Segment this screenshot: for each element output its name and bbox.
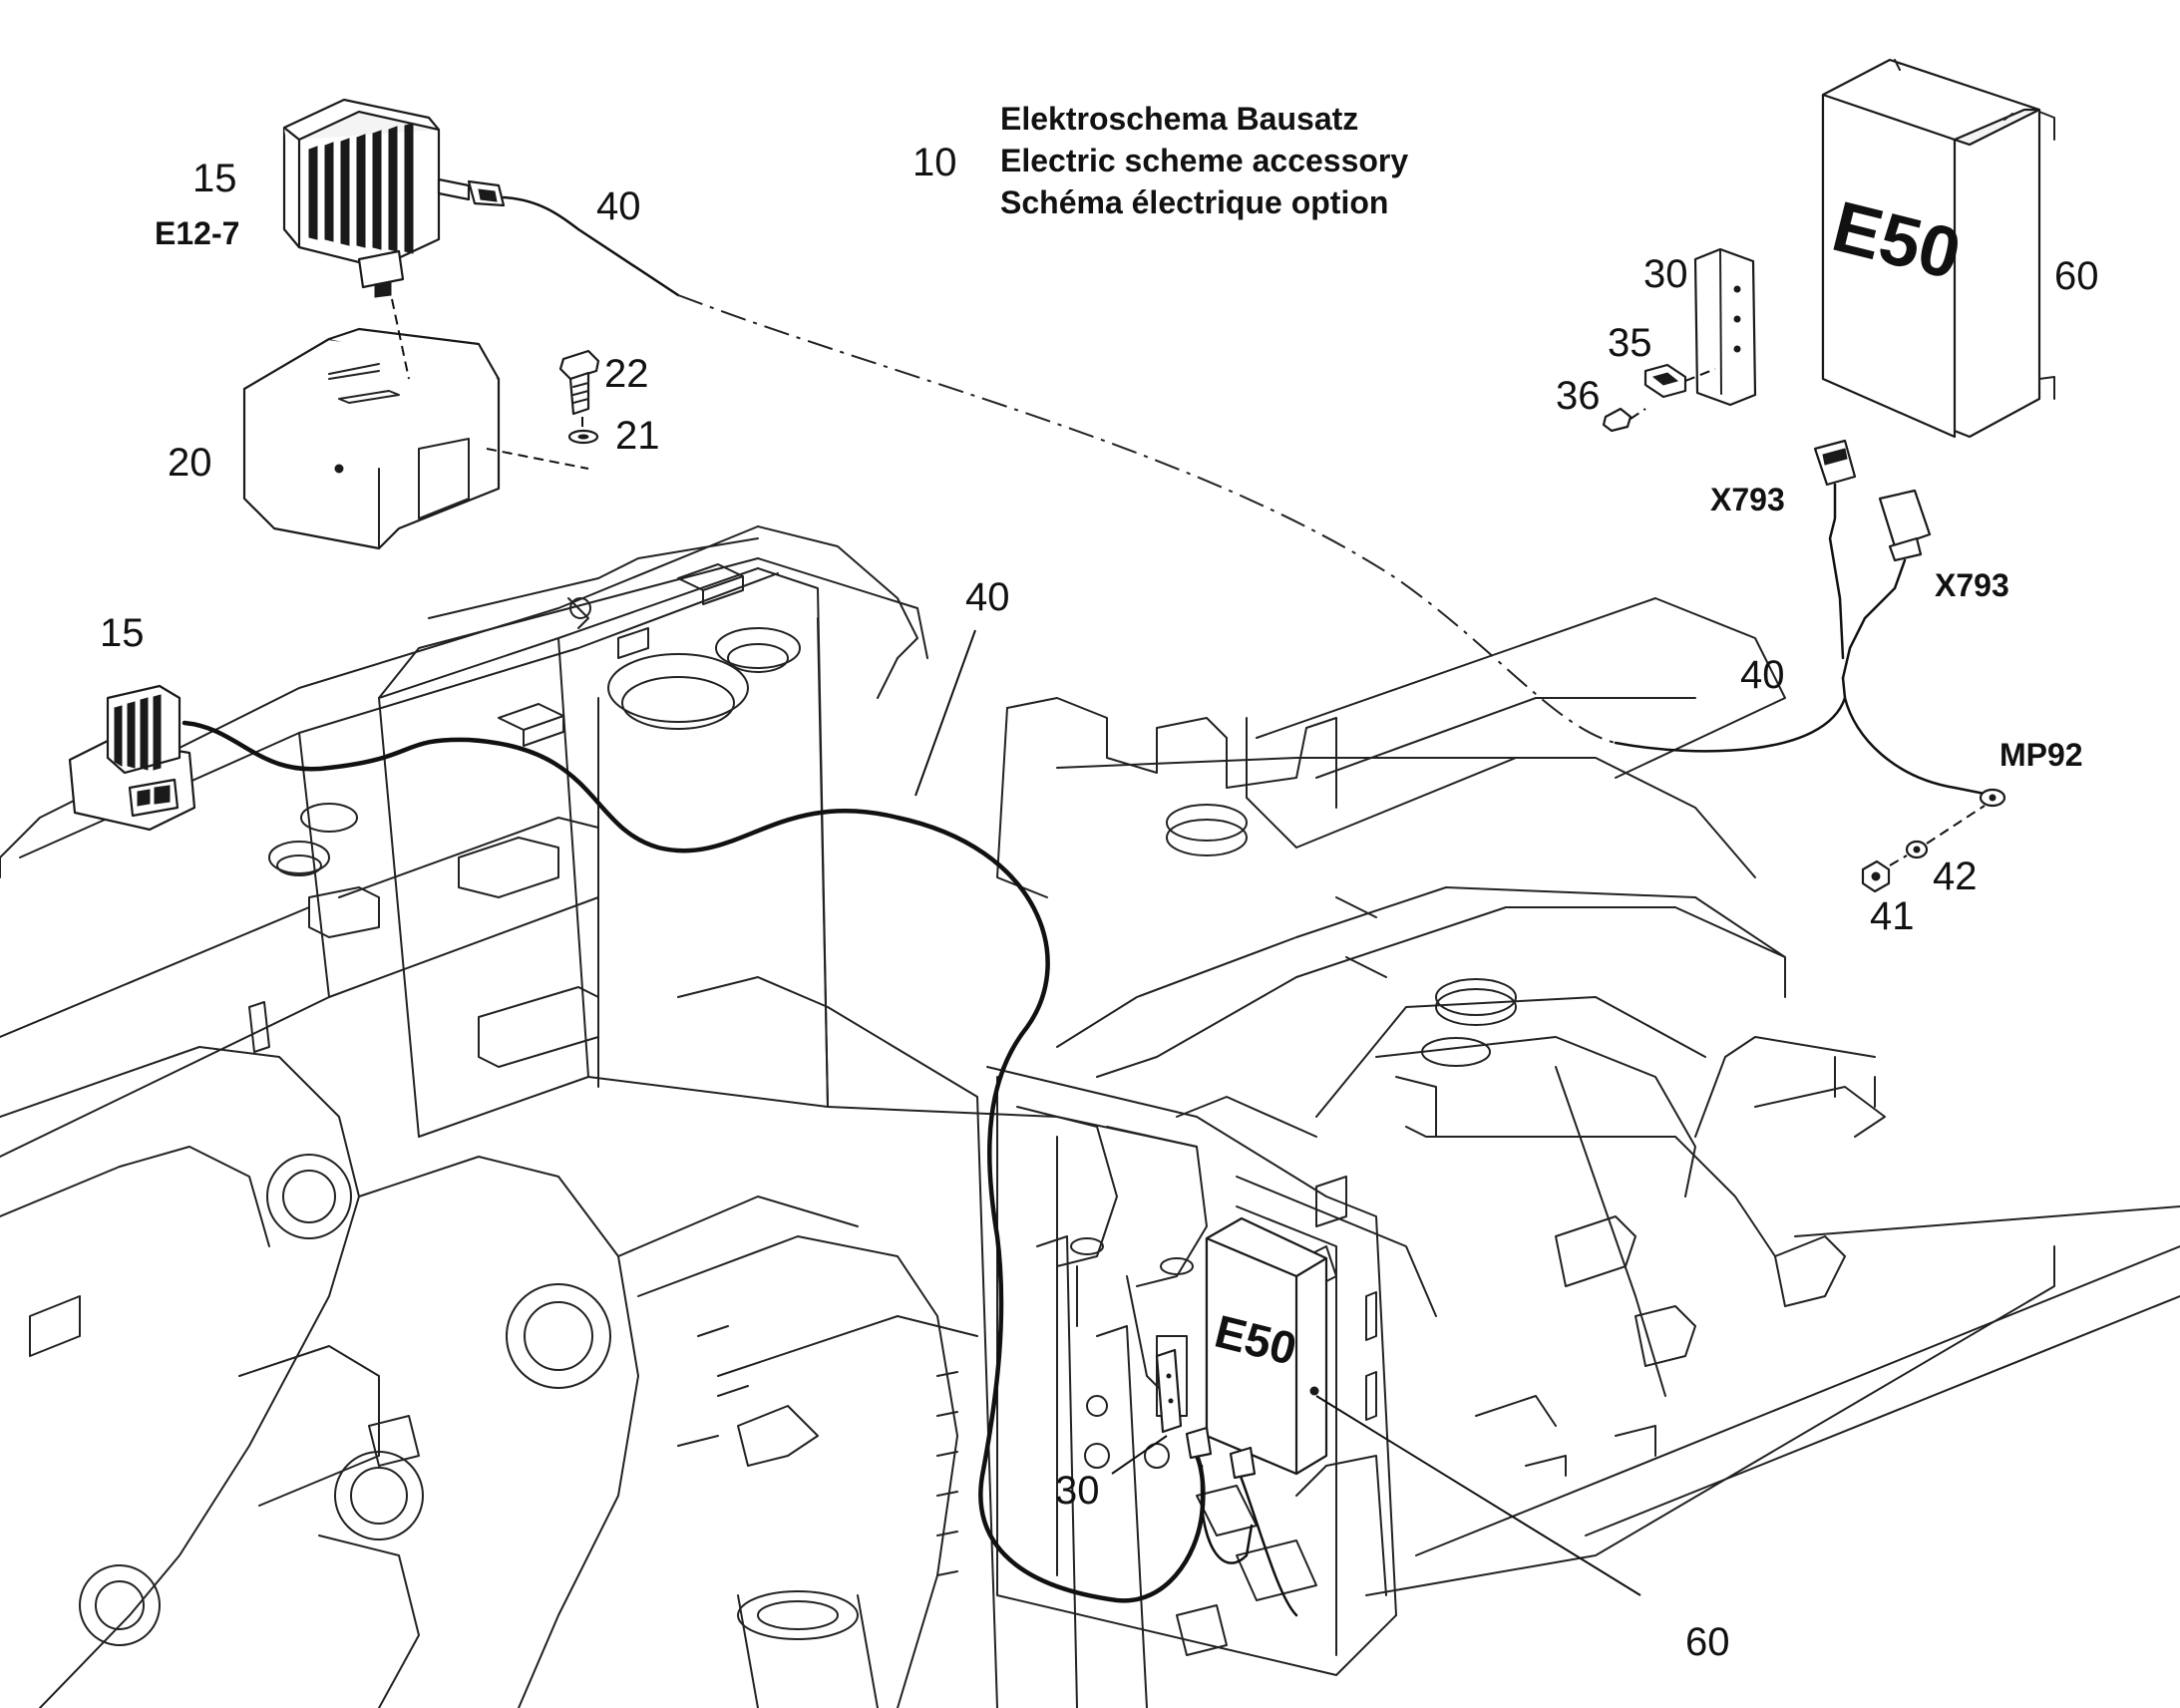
callout-plate: 30 [1643,252,1688,296]
callout-nut: 41 [1870,894,1915,938]
callout-washer-right: 42 [1933,854,1978,898]
clip-and-screw [1602,363,1716,433]
cable-route-line [677,294,1617,744]
callout-ground: MP92 [1999,737,2083,773]
leader-cable-mid [914,629,976,797]
machine-frame [0,525,2180,1708]
mounting-plate-installed [1155,1348,1257,1480]
wiring-harness [1614,439,2006,808]
installed-cable [182,720,1206,1603]
callout-lamp-top-code: E12-7 [155,215,239,251]
callout-lamp-mounted: 15 [100,611,145,655]
title-line-de: Elektroschema Bausatz [1000,101,1358,137]
callout-connector-b: X793 [1935,567,2009,603]
callout-lamp-top-num: 15 [192,157,237,200]
mounting-plate [1693,247,1757,407]
work-lamp-exploded [282,98,680,298]
title-line-fr: Schéma électrique option [1000,184,1388,220]
callout-box-top: 60 [2054,254,2099,298]
callout-cable-mid: 40 [965,575,1010,619]
title-block: 10 Elektroschema Bausatz Electric scheme… [912,101,1408,220]
callout-cable-top: 40 [596,184,641,228]
callout-cable-right: 40 [1740,653,1785,697]
callout-bracket: 20 [168,441,212,485]
title-line-en: Electric scheme accessory [1000,143,1408,178]
leader-plate-bottom [1111,1435,1168,1475]
lamp-bracket [242,298,501,550]
callout-washer-top: 21 [615,414,660,458]
callout-bolt: 22 [604,352,649,396]
part-callouts: 15 E12-7 40 20 22 21 30 35 36 60 X793 X7… [100,157,2099,1664]
bolt-and-washer [486,349,600,470]
callout-box-bottom: 60 [1685,1620,1730,1664]
work-lamp-mounted [68,684,196,832]
callout-connector-a: X793 [1710,482,1785,517]
leader-box-bottom [1315,1395,1641,1596]
title-number: 10 [912,141,957,184]
control-box-installed [1205,1216,1328,1476]
callout-screw: 36 [1556,374,1601,418]
callout-plate-bottom: 30 [1055,1469,1100,1513]
nut-and-washer [1861,805,1986,893]
callout-clip: 35 [1608,321,1652,365]
control-box-exploded [1821,58,2055,439]
installed-harness [1200,1464,1298,1617]
